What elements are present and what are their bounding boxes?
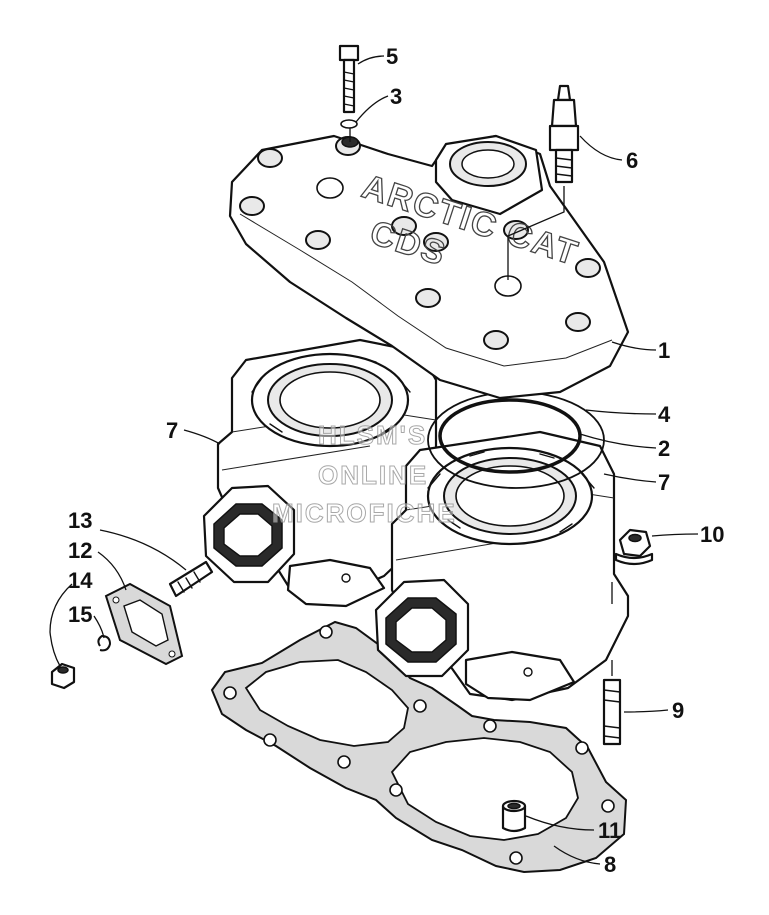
bolt-boss — [483, 330, 509, 350]
gasket-hole — [319, 625, 333, 639]
gasket-hole — [483, 719, 497, 733]
lock-washer — [97, 634, 112, 652]
callout-14: 14 — [68, 568, 93, 593]
callout-11: 11 — [598, 818, 621, 843]
watermark-line-3: MICROFICHE — [272, 498, 457, 528]
bolt-boss — [391, 216, 417, 236]
callout-10: 10 — [700, 522, 724, 547]
callout-7-left: 7 — [166, 418, 178, 443]
callout-13: 13 — [68, 508, 92, 533]
nut — [50, 662, 76, 690]
gasket-hole — [601, 799, 615, 813]
gasket-hole — [263, 733, 277, 747]
stud-exhaust — [168, 560, 214, 598]
bolt-boss — [415, 288, 441, 308]
bolt-boss — [257, 148, 283, 168]
callout-8: 8 — [604, 852, 616, 877]
spark-plug — [548, 84, 580, 184]
callout-5: 5 — [386, 44, 398, 69]
bolt-boss — [305, 230, 331, 250]
callout-1: 1 — [658, 338, 670, 363]
washer — [340, 119, 358, 129]
cylinder-left — [202, 338, 438, 608]
gasket-hole — [337, 755, 351, 769]
callout-4: 4 — [658, 402, 671, 427]
callouts: 5 3 6 1 4 2 7 7 10 13 12 14 15 9 11 8 — [68, 44, 724, 877]
head-bolt — [338, 44, 360, 114]
bolt-boss — [239, 196, 265, 216]
watermark-line-2: ONLINE — [318, 460, 428, 490]
gasket-hole — [223, 686, 237, 700]
bolt-boss — [575, 258, 601, 278]
gasket-hole — [389, 783, 403, 797]
bolt-boss — [565, 312, 591, 332]
gasket-hole — [575, 741, 589, 755]
gasket-hole — [413, 699, 427, 713]
callout-9: 9 — [672, 698, 684, 723]
callout-15: 15 — [68, 602, 92, 627]
callout-7-right: 7 — [658, 470, 670, 495]
watermark: HLSM'S ONLINE MICROFICHE — [272, 420, 457, 529]
bolt-boss — [423, 232, 449, 252]
callout-2: 2 — [658, 436, 670, 461]
flange-nut — [614, 528, 654, 566]
stud-base — [602, 678, 622, 746]
dowel-pin — [501, 799, 527, 833]
cylinder-right — [374, 430, 630, 702]
callout-3: 3 — [390, 84, 402, 109]
exhaust-gasket — [104, 582, 184, 666]
leader-lines — [49, 55, 699, 865]
watermark-line-1: HLSM'S — [318, 420, 427, 450]
gasket-hole — [509, 851, 523, 865]
callout-6: 6 — [626, 148, 638, 173]
bolt-boss — [316, 177, 344, 199]
callout-12: 12 — [68, 538, 92, 563]
cylinder-head: ARCTIC CAT CDS — [228, 134, 630, 400]
o-ring-inner — [438, 398, 582, 474]
